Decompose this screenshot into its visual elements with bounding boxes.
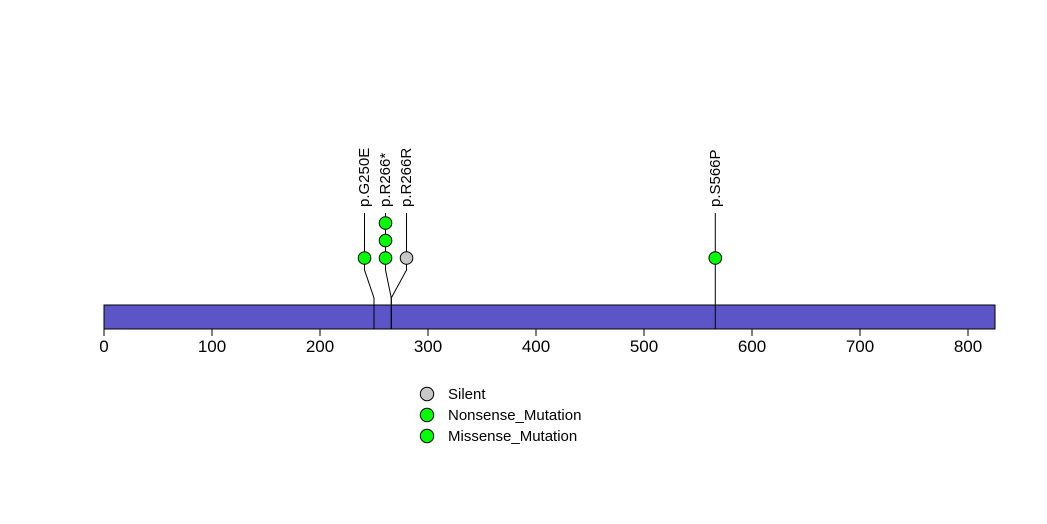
mutation-label: p.S566P	[707, 149, 724, 207]
x-axis-tick-label: 0	[99, 337, 108, 356]
mutation-circle	[399, 251, 414, 265]
mutation-circle	[357, 251, 372, 265]
mutation-circle	[708, 251, 723, 265]
mutation-label: p.R266R	[398, 148, 415, 207]
lollipop-stem	[390, 213, 408, 329]
legend-marker-circle	[419, 428, 435, 444]
legend-item: Nonsense_Mutation	[419, 407, 581, 424]
lollipop-stem	[364, 213, 375, 329]
legend-marker-circle	[419, 386, 435, 402]
mutation-lollipop: p.R266R	[390, 148, 415, 329]
mutation-lollipop: p.R266*	[377, 153, 394, 329]
x-axis-tick-label: 400	[522, 337, 550, 356]
x-axis-tick-label: 100	[198, 337, 226, 356]
legend-label: Silent	[448, 386, 486, 403]
x-axis-tick-label: 200	[306, 337, 334, 356]
legend-item: Silent	[419, 386, 486, 403]
legend-marker-circle	[419, 407, 435, 423]
protein-backbone-bar	[103, 304, 996, 330]
mutation-circle	[378, 233, 393, 248]
legend-label: Missense_Mutation	[448, 428, 577, 445]
x-axis-tick-label: 800	[954, 337, 982, 356]
x-axis-tick-label: 500	[630, 337, 658, 356]
x-axis-tick-label: 300	[414, 337, 442, 356]
mutation-circle	[378, 216, 393, 230]
x-axis-tick-label: 600	[738, 337, 766, 356]
x-axis-tick-label: 700	[846, 337, 874, 356]
mutation-lollipop: p.S566P	[707, 149, 724, 329]
mutation-label: p.G250E	[356, 148, 373, 207]
mutation-label: p.R266*	[377, 153, 394, 207]
mutation-circle	[378, 251, 393, 265]
legend-label: Nonsense_Mutation	[448, 407, 581, 424]
legend-item: Missense_Mutation	[419, 428, 577, 445]
mutation-lollipop: p.G250E	[356, 148, 375, 329]
